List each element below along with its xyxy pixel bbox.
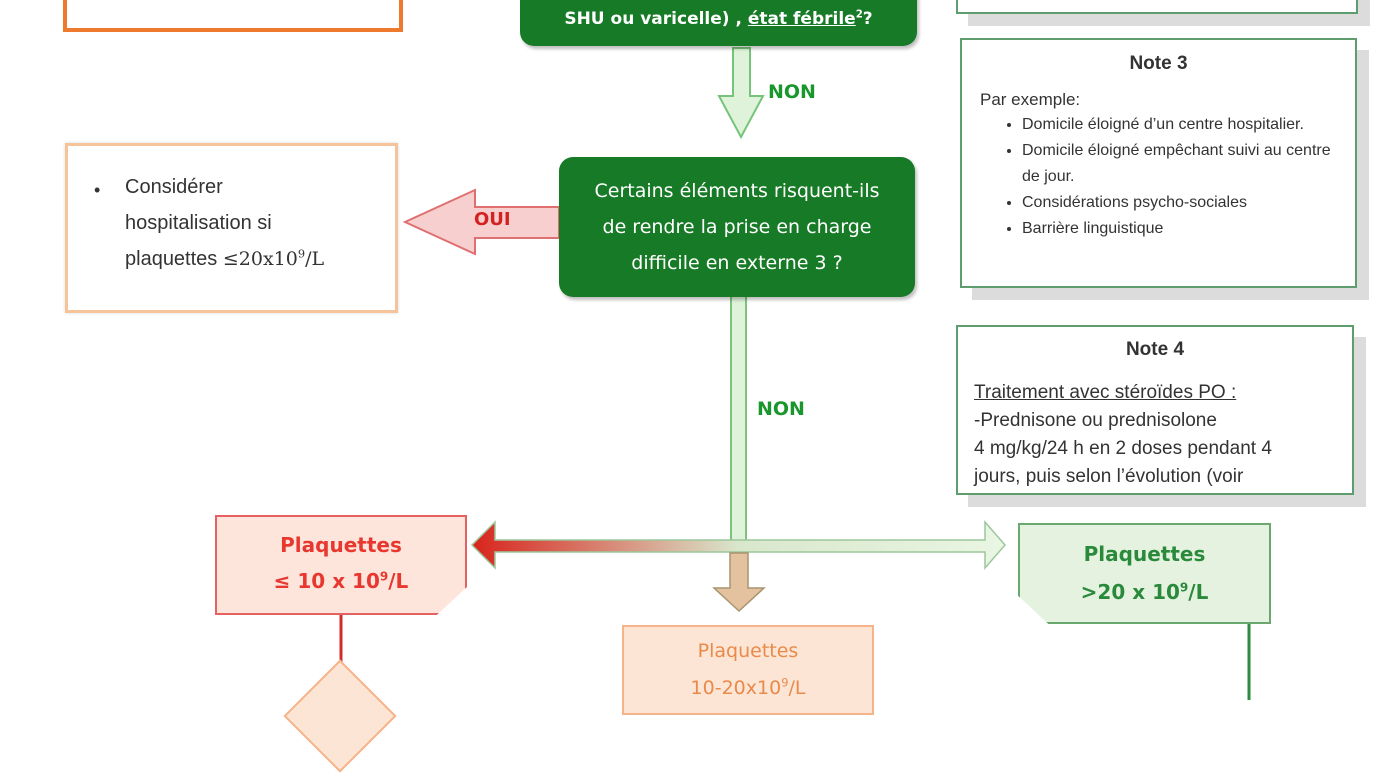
label-non-top: NON [768, 81, 816, 103]
note3-item: Barrière linguistique [1022, 216, 1342, 242]
top-decision-end: ? [862, 9, 873, 29]
note4-heading: Traitement avec stéroïdes PO : [974, 382, 1237, 403]
down-arrow-non-top [717, 47, 765, 140]
top-decision-text: SHU ou varicelle) , [564, 9, 748, 29]
note4-box: Note 4 Traitement avec stéroïdes PO : -P… [956, 325, 1354, 495]
hosp-line3-text: plaquettes [125, 248, 223, 270]
label-oui: OUI [474, 209, 511, 230]
left-arrow-oui [402, 188, 560, 256]
down-arrow-to-mid [712, 552, 766, 613]
mid-decision-box: Certains éléments risquent-ils de rendre… [559, 157, 915, 297]
top-left-box [63, 0, 403, 32]
note4-line3: jours, puis selon l’évolution (voir [974, 466, 1244, 487]
hosp-line1: Considérer [125, 176, 223, 198]
top-decision-underlined: état fébrile [747, 9, 856, 29]
hosp-line2: hospitalisation si [125, 212, 272, 234]
platelets-low-box: Plaquettes ≤ 10 x 109/L [215, 515, 467, 615]
label-non-mid: NON [757, 398, 805, 420]
horizontal-double-arrow [470, 519, 1006, 571]
platelets-high-value: >20 x 109/L [1080, 580, 1209, 604]
note3-box: Note 3 Par exemple: Domicile éloigné d’u… [960, 38, 1357, 288]
bullet-icon: • [94, 180, 101, 200]
platelets-low-value: ≤ 10 x 109/L [273, 569, 409, 593]
platelets-mid-value: 10-20x109/L [690, 675, 806, 699]
platelets-mid-box: Plaquettes 10-20x109/L [622, 625, 874, 715]
note3-title: Note 3 [1129, 53, 1188, 74]
note4-title: Note 4 [1125, 339, 1185, 360]
mid-decision-line1: Certains éléments risquent-ils [594, 180, 880, 202]
platelets-high-box: Plaquettes >20 x 109/L [1018, 523, 1271, 624]
top-decision-superscript: 2 [855, 9, 863, 21]
note4-line1: -Prednisone ou prednisolone [974, 410, 1217, 431]
note4-line2: 4 mg/kg/24 h en 2 doses pendant 4 [974, 438, 1272, 459]
note3-item: Domicile éloigné empêchant suivi au cent… [1022, 138, 1342, 190]
platelets-low-label: Plaquettes [280, 533, 402, 557]
note3-intro: Par exemple: [980, 90, 1081, 109]
vertical-stem-non [730, 295, 747, 547]
mid-decision-line2: de rendre la prise en charge [602, 216, 872, 238]
note3-list: Domicile éloigné d’un centre hospitalier… [980, 112, 1342, 242]
hosp-line3-value: ≤20x109/L [222, 246, 325, 270]
note3-item: Domicile éloigné d’un centre hospitalier… [1022, 112, 1342, 138]
mid-decision-line3: difficile en externe 3 ? [631, 252, 843, 274]
note-top-partial [956, 0, 1358, 14]
platelets-high-label: Plaquettes [1083, 542, 1206, 566]
connector-arrows [339, 47, 1251, 700]
top-decision-box: SHU ou varicelle) , état fébrile2? [520, 0, 917, 46]
hospitalisation-box: • Considérer hospitalisation si plaquett… [65, 143, 398, 313]
note3-item: Considérations psycho-sociales [1022, 190, 1342, 216]
platelets-mid-label: Plaquettes [697, 640, 799, 662]
